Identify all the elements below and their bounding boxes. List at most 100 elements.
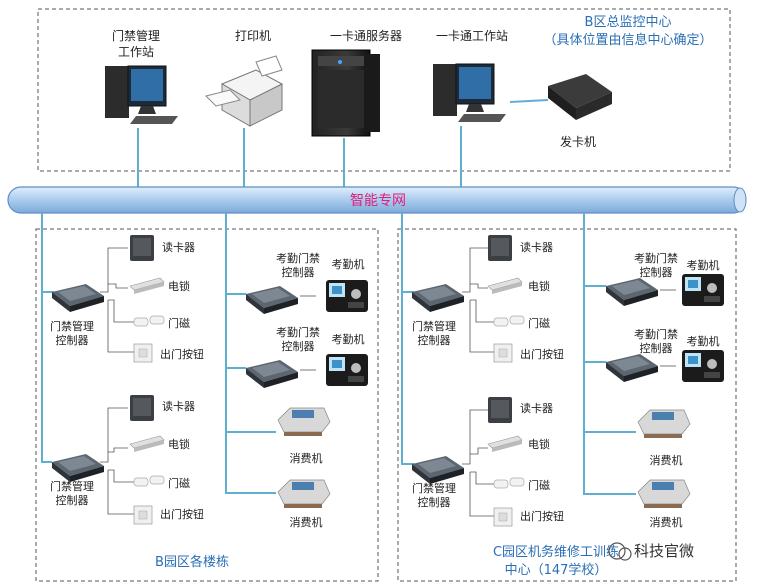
zone-c-controller-2-icon	[412, 456, 464, 484]
zone-b-caption: B园区各楼栋	[155, 554, 229, 570]
zone-c-attendance-1-icon	[682, 274, 724, 306]
zone-c-lines	[401, 213, 636, 495]
zone-c-att-ctrl-1-label-2: 控制器	[640, 265, 673, 279]
zone-b-reader-2-label: 读卡器	[162, 399, 195, 413]
zone-c-caption-line1: C园区机务维修工训练	[493, 544, 619, 560]
zone-b-controller-1-icon	[52, 284, 104, 312]
zone-c-pos-1-label: 消费机	[650, 453, 683, 467]
zone-c-exit-button-1-icon	[493, 343, 513, 363]
zone-c-controller-1-label-2: 控制器	[418, 333, 451, 347]
zone-b-reader-1-icon	[130, 235, 154, 261]
zone-b-pos-2-label: 消费机	[290, 515, 323, 529]
zone-b-controller-2-label-2: 控制器	[56, 493, 89, 507]
zone-b-pos-2-icon	[277, 479, 331, 509]
zone-c-reader-2-label: 读卡器	[520, 401, 553, 415]
zone-c-reader-1-label: 读卡器	[520, 240, 553, 254]
watermark-text: 科技官微	[634, 542, 694, 560]
zone-c-reader-1-icon	[488, 235, 512, 261]
zone-c-magnet-2-icon	[493, 477, 525, 489]
card-workstation-computer-icon	[433, 63, 506, 122]
zone-b-lines	[41, 213, 276, 494]
zone-b-exit-button-1-icon	[133, 343, 153, 363]
zone-b-att-ctrl-2-label-1: 考勤门禁	[276, 325, 320, 339]
zone-c-att-ctrl-2-label-1: 考勤门禁	[634, 327, 678, 341]
zone-b-magnet-1-icon	[133, 315, 165, 327]
zone-b-lock-2-label: 电锁	[168, 437, 190, 451]
zone-b-att-controller-1-icon	[246, 286, 298, 314]
card-issuer-link-line	[509, 99, 549, 103]
zone-b-controller-2-label-1: 门禁管理	[50, 479, 94, 493]
zone-c-device-wires	[462, 247, 676, 517]
printer-label: 打印机	[235, 29, 271, 43]
zone-b-attendance-2-label: 考勤机	[332, 332, 365, 346]
zone-b-lock-1-label: 电锁	[168, 279, 190, 293]
zone-c-magnet-1-label: 门磁	[528, 316, 550, 330]
zone-c-controller-2-label-2: 控制器	[418, 495, 451, 509]
zone-c-reader-2-icon	[488, 397, 512, 423]
zone-b-att-ctrl-2-label-2: 控制器	[282, 339, 315, 353]
zone-b-magnet-2-icon	[133, 475, 165, 487]
zone-c-magnet-2-label: 门磁	[528, 478, 550, 492]
zone-b-device-wires	[100, 247, 316, 515]
zone-b-exit-2-label: 出门按钮	[160, 507, 204, 521]
zone-b-attendance-2-icon	[326, 354, 368, 386]
top-block-border	[37, 8, 731, 172]
zone-b-controller-1-label-1: 门禁管理	[50, 319, 94, 333]
zone-c-controller-1-icon	[412, 284, 464, 312]
zone-b-reader-2-icon	[130, 395, 154, 421]
zone-c-border	[397, 228, 737, 582]
zone-c-pos-2-label: 消费机	[650, 515, 683, 529]
zone-c-lock-2-label: 电锁	[528, 437, 550, 451]
zone-c-lock-1-label: 电锁	[528, 279, 550, 293]
network-pipe	[7, 186, 747, 214]
zone-b-attendance-1-label: 考勤机	[332, 257, 365, 271]
zone-c-attendance-2-label: 考勤机	[687, 334, 720, 348]
zone-b-reader-1-label: 读卡器	[162, 240, 195, 254]
zone-b-magnet-2-label: 门磁	[168, 476, 190, 490]
zone-b-att-ctrl-1-label-2: 控制器	[282, 265, 315, 279]
zone-c-magnet-1-icon	[493, 315, 525, 327]
zone-c-attendance-2-icon	[682, 350, 724, 382]
watermark: 科技官微	[608, 542, 694, 561]
zone-b-magnet-1-label: 门磁	[168, 316, 190, 330]
monitor-center-label-line2: （具体位置由信息中心确定）	[543, 32, 712, 48]
card-issuer-label: 发卡机	[560, 134, 596, 149]
zone-c-attendance-1-label: 考勤机	[687, 258, 720, 272]
zone-c-exit-button-2-icon	[493, 507, 513, 527]
zone-c-lock-2-icon	[487, 435, 523, 453]
workstation-computer-icon	[105, 65, 178, 124]
zone-c-exit-1-label: 出门按钮	[520, 347, 564, 361]
zone-c-pos-2-icon	[637, 479, 691, 509]
server-icon	[311, 49, 380, 137]
zone-b-attendance-1-icon	[326, 280, 368, 312]
top-connection-lines	[137, 126, 462, 188]
zone-b-exit-button-2-icon	[133, 505, 153, 525]
workstation-label-line1: 门禁管理	[112, 28, 160, 43]
zone-b-border	[35, 228, 379, 582]
zone-b-lock-1-icon	[129, 277, 165, 295]
zone-b-exit-1-label: 出门按钮	[160, 347, 204, 361]
zone-b-controller-1-label-2: 控制器	[56, 333, 89, 347]
card-issuer-icon	[548, 74, 612, 120]
zone-b-lock-2-icon	[129, 435, 165, 453]
zone-b-controller-2-icon	[52, 454, 104, 482]
server-label: 一卡通服务器	[330, 28, 402, 43]
network-label: 智能专网	[350, 193, 406, 209]
printer-icon	[205, 55, 284, 127]
zone-c-att-ctrl-1-label-1: 考勤门禁	[634, 251, 678, 265]
workstation-label-line2: 工作站	[118, 45, 154, 59]
card-workstation-label: 一卡通工作站	[436, 29, 508, 43]
zone-c-pos-1-icon	[637, 409, 691, 439]
monitor-center-label-line1: B区总监控中心	[585, 15, 672, 30]
zone-c-att-ctrl-2-label-2: 控制器	[640, 341, 673, 355]
zone-c-caption-line2: 中心（147学校）	[505, 562, 608, 578]
zone-b-pos-1-icon	[277, 407, 331, 437]
zone-c-lock-1-icon	[487, 277, 523, 295]
zone-c-controller-2-label-1: 门禁管理	[412, 481, 456, 495]
zone-c-att-controller-1-icon	[606, 278, 658, 306]
zone-c-exit-2-label: 出门按钮	[520, 509, 564, 523]
zone-c-controller-1-label-1: 门禁管理	[412, 319, 456, 333]
zone-b-att-ctrl-1-label-1: 考勤门禁	[276, 251, 320, 265]
zone-c-att-controller-2-icon	[606, 354, 658, 382]
zone-b-pos-1-label: 消费机	[290, 451, 323, 465]
